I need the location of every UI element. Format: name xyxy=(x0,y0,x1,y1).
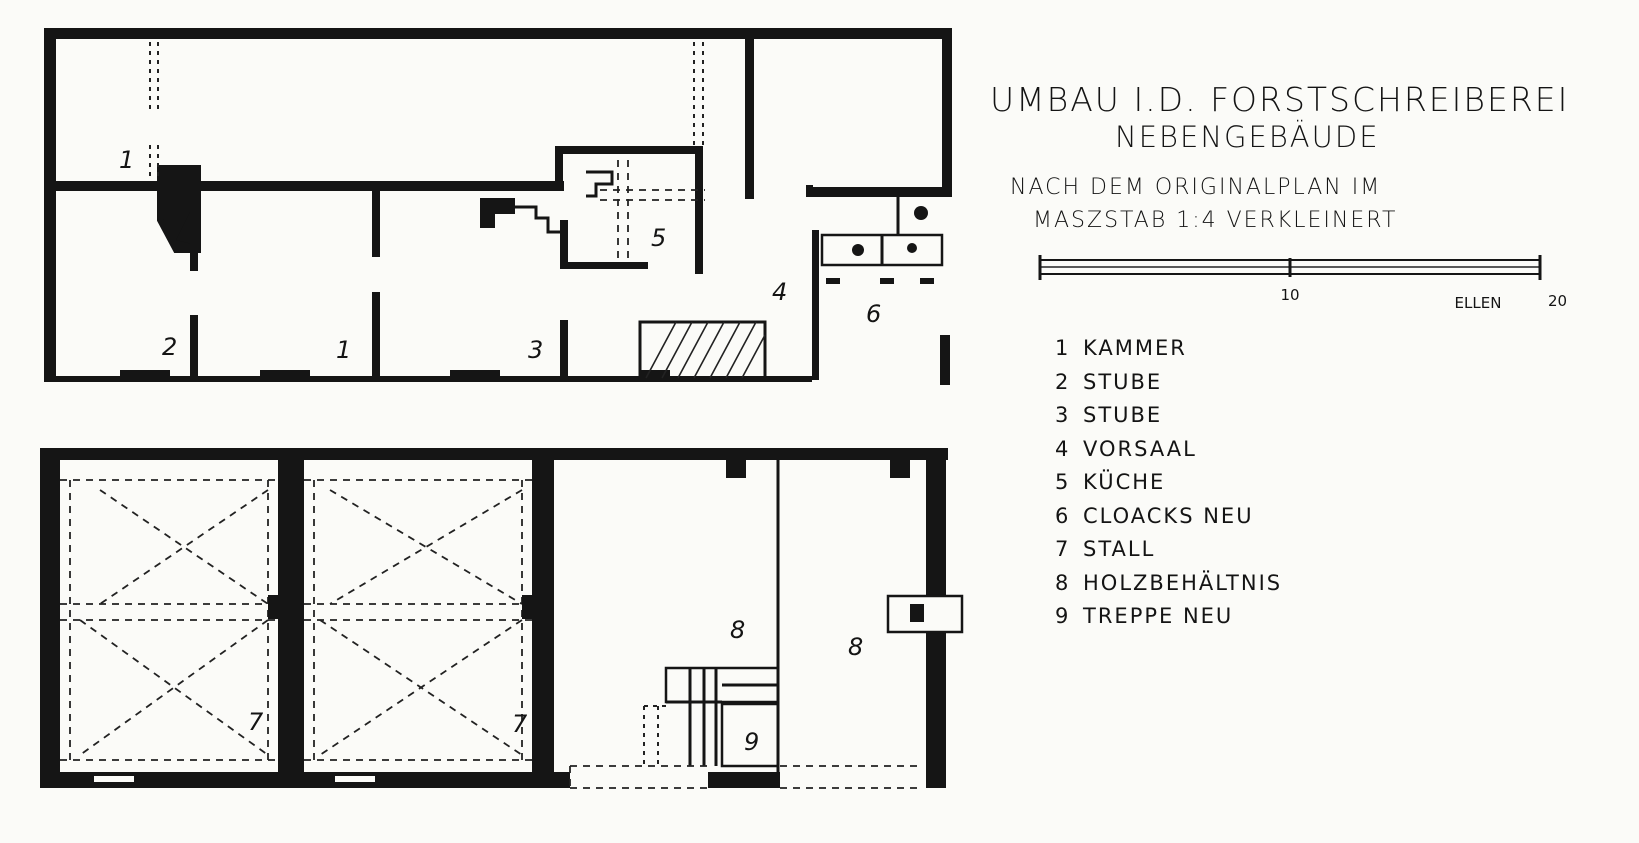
lower-label-9: 9 xyxy=(744,728,759,756)
legend-item: 5 KÜCHE xyxy=(1055,466,1282,500)
upper-label-4: 4 xyxy=(772,278,787,306)
upper-label-2: 2 xyxy=(162,333,177,361)
scale-mid-label: 10 xyxy=(1280,286,1299,304)
upper-wall-bottom xyxy=(44,376,812,382)
legend-label: KÜCHE xyxy=(1083,470,1166,494)
legend-item: 2 STUBE xyxy=(1055,366,1282,400)
scale-end-label: 20 xyxy=(1548,292,1567,310)
legend-num: 5 xyxy=(1055,470,1071,494)
upper-label-3: 3 xyxy=(528,336,543,364)
legend-label: STUBE xyxy=(1083,369,1163,394)
upper-wall-right-bottom xyxy=(940,335,950,385)
upper-corridor-wall xyxy=(56,181,160,191)
scale-unit-label: ELLEN xyxy=(1455,294,1502,312)
legend-num: 2 xyxy=(1055,369,1071,394)
legend-item: 4 VORSAAL xyxy=(1055,433,1282,467)
sheet-title: UMBAU I.D. FORSTSCHREIBEREI xyxy=(990,80,1570,119)
upper-floor-plan: 1 2 1 3 4 5 6 xyxy=(44,28,952,385)
legend-item: 8 HOLZBEHÄLTNIS xyxy=(1055,567,1282,601)
legend-num: 8 xyxy=(1055,570,1071,595)
legend-label: STUBE xyxy=(1083,403,1163,427)
lower-wall-left xyxy=(40,448,60,788)
upper-wall-top xyxy=(44,28,952,39)
legend-item: 6 CLOACKS NEU xyxy=(1055,500,1282,534)
lower-wall-top xyxy=(40,448,948,460)
upper-label-6: 6 xyxy=(866,300,881,328)
lower-label-7b: 7 xyxy=(512,710,528,738)
legend-label: HOLZBEHÄLTNIS xyxy=(1083,570,1283,595)
legend-label: KAMMER xyxy=(1083,336,1187,360)
legend-label: VORSAAL xyxy=(1083,436,1197,461)
legend-num: 3 xyxy=(1055,403,1071,427)
sheet-subtitle-building: NEBENGEBÄUDE xyxy=(1115,120,1380,154)
legend-label: CLOACKS NEU xyxy=(1083,503,1254,528)
upper-wall-right-top xyxy=(942,28,952,196)
legend-label: TREPPE NEU xyxy=(1083,604,1234,628)
legend-num: 4 xyxy=(1055,436,1071,461)
upper-label-1b: 1 xyxy=(336,336,351,364)
lower-floor-plan: 7 7 8 8 9 xyxy=(40,448,964,789)
sheet-note-line1: NACH DEM ORIGINALPLAN IM xyxy=(1010,175,1382,200)
legend-num: 9 xyxy=(1055,604,1071,628)
legend-num: 7 xyxy=(1055,537,1071,561)
legend-num: 1 xyxy=(1055,336,1071,360)
upper-label-1a: 1 xyxy=(119,146,134,174)
sheet-note-line2: MASZSTAB 1:4 VERKLEINERT xyxy=(1033,208,1398,233)
lower-label-8a: 8 xyxy=(730,616,745,644)
lower-label-7a: 7 xyxy=(248,708,264,736)
legend-item: 7 STALL xyxy=(1055,533,1282,567)
upper-wall-left xyxy=(44,28,56,381)
scale-bar: 10 ELLEN 20 xyxy=(1038,255,1567,312)
legend-item: 1 KAMMER xyxy=(1055,332,1282,366)
legend-num: 6 xyxy=(1055,503,1071,528)
legend-item: 3 STUBE xyxy=(1055,399,1282,433)
lower-wall-bottom xyxy=(40,772,570,788)
legend-label: STALL xyxy=(1083,537,1156,561)
lower-label-8b: 8 xyxy=(848,633,863,661)
upper-label-5: 5 xyxy=(651,224,666,252)
legend-item: 9 TREPPE NEU xyxy=(1055,600,1282,634)
